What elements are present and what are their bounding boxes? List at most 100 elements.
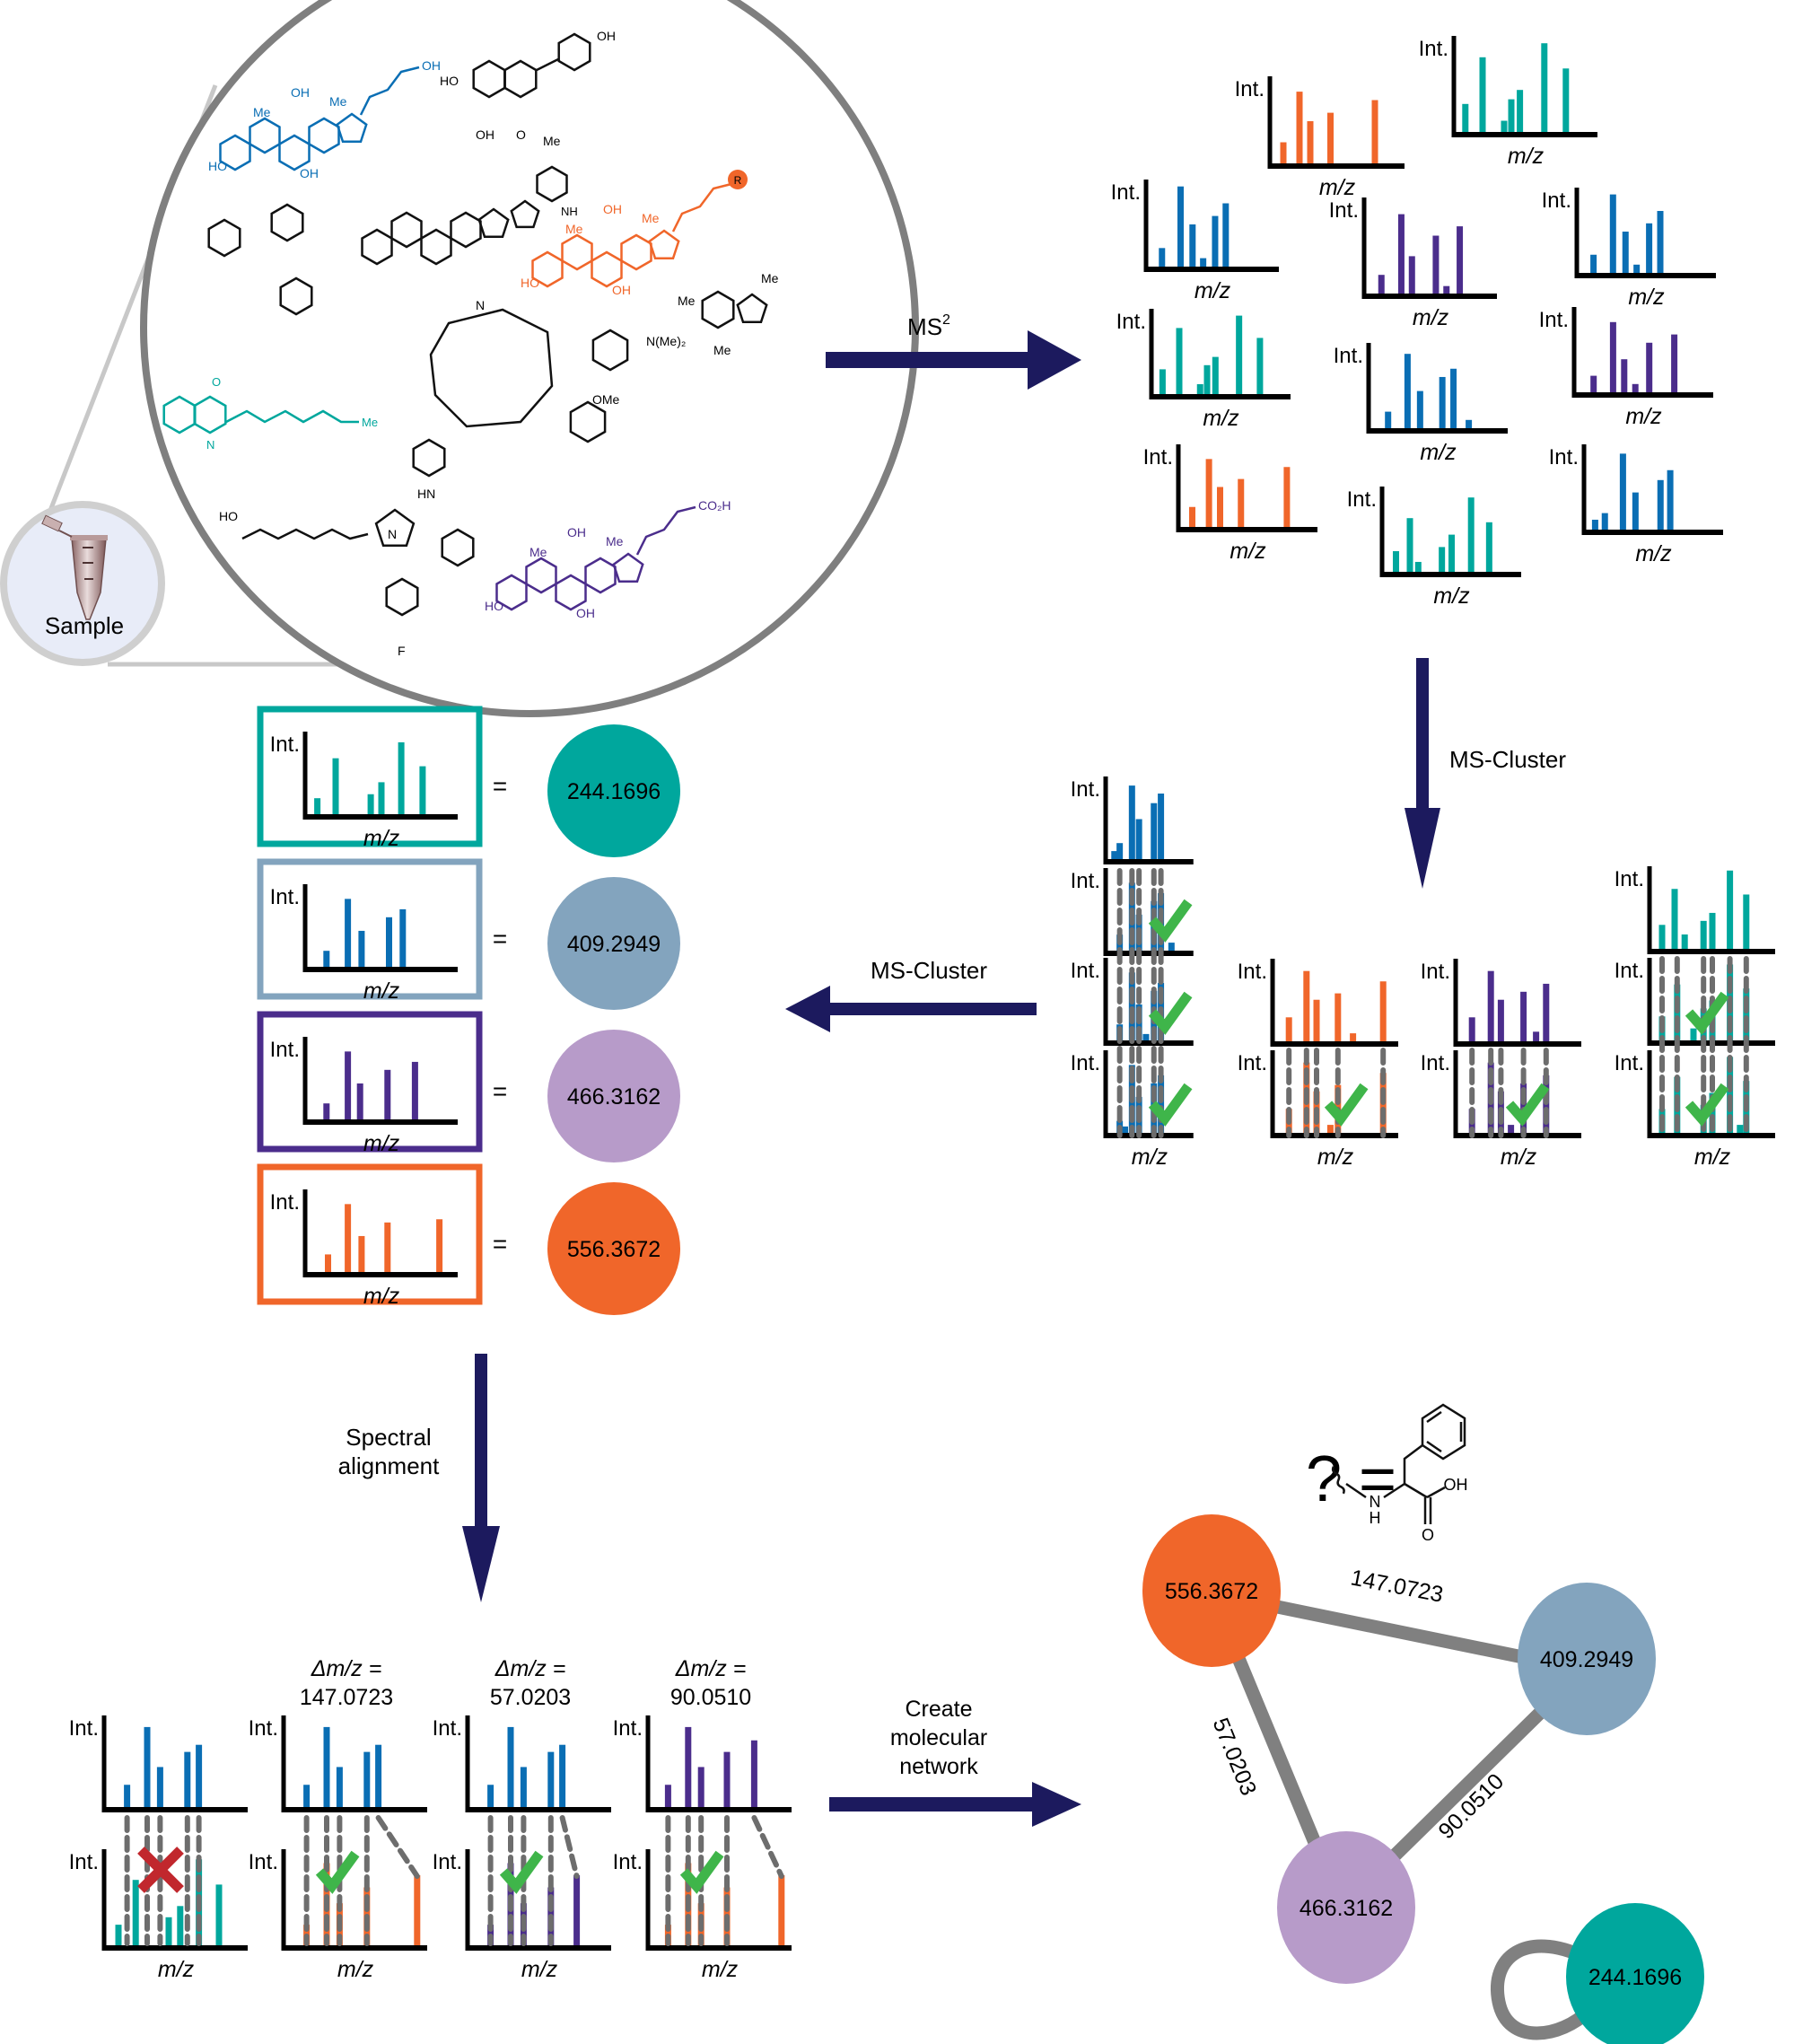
network-node-556[interactable]: 556.3672	[1142, 1514, 1281, 1667]
atom-label: HO	[521, 276, 539, 290]
y-axis-label: Int.	[270, 885, 300, 909]
spectrum-peak	[1466, 419, 1473, 428]
consensus-spectrum-box[interactable]	[257, 858, 483, 1000]
side-chain	[671, 182, 732, 232]
consensus-row[interactable]: Int.m/z=466.3162	[257, 1011, 680, 1162]
chain	[241, 528, 369, 540]
check-icon	[499, 1850, 544, 1894]
ms2-spectrum: Int.m/z	[1347, 487, 1521, 609]
y-axis-label: Int.	[1111, 180, 1141, 205]
y-axis-label: Int.	[249, 1716, 278, 1741]
spectrum-peak	[303, 1785, 311, 1807]
atom-label: Me	[606, 534, 624, 548]
check-icon	[1685, 991, 1729, 1035]
x-axis-label: m/z	[363, 826, 400, 851]
arrow-ms-cluster-down: MS-Cluster	[1405, 658, 1566, 889]
ring	[701, 290, 735, 329]
spectrum-peak	[1189, 506, 1195, 527]
consensus-spectrum-box[interactable]	[257, 1163, 483, 1305]
ring	[557, 32, 591, 72]
spectrum-peak	[1671, 334, 1678, 392]
consensus-row[interactable]: Int.m/z=556.3672	[257, 1163, 680, 1315]
spectrum-peak	[547, 1751, 555, 1807]
spectrum-peak	[358, 930, 365, 967]
consensus-node[interactable]	[547, 877, 680, 1010]
x-axis-label: m/z	[1625, 404, 1662, 429]
spectrum-peak	[345, 1204, 352, 1272]
x-axis-label: m/z	[1635, 541, 1672, 566]
x-axis-label: m/z	[521, 1957, 558, 1982]
spectrum-peak	[386, 917, 392, 967]
spectrum-peak	[1303, 970, 1310, 1041]
molecular-network: ? = N H OH O	[1142, 1403, 1704, 2044]
spectrum-peak	[1709, 1092, 1716, 1133]
y-axis-label: Int.	[270, 1190, 300, 1215]
consensus-spectrum-box[interactable]	[257, 1011, 483, 1153]
atom-label: HO	[485, 599, 503, 613]
spectrum-peak	[507, 1726, 514, 1807]
self-loop-244[interactable]	[1491, 1939, 1594, 2040]
spectrum-peak	[177, 1906, 184, 1945]
x-axis-label: m/z	[1413, 305, 1449, 330]
unknown-question-mark: ?	[1306, 1443, 1342, 1515]
network-node-409[interactable]: 409.2949	[1518, 1583, 1656, 1735]
ring	[503, 59, 538, 99]
spectrum-peak	[1632, 492, 1639, 530]
delta-mz-value: 90.0510	[670, 1685, 751, 1710]
consensus-spectrum-box[interactable]	[257, 706, 483, 847]
consensus-node[interactable]	[547, 1182, 680, 1315]
spectrum-peak	[323, 951, 330, 967]
alignment-pair[interactable]: Int.Int.m/zΔm/z =90.0510	[613, 1656, 792, 1982]
atom-label: OH	[567, 525, 586, 540]
alignment-pair[interactable]: Int.Int.m/z	[69, 1715, 248, 1982]
consensus-row[interactable]: Int.m/z=409.2949	[257, 858, 680, 1010]
spectrum-peak	[1439, 547, 1446, 572]
ring	[569, 400, 607, 443]
atom-label: OH	[603, 202, 622, 216]
alignment-guide	[375, 1815, 420, 1879]
consensus-node[interactable]	[547, 1030, 680, 1162]
ring	[270, 203, 304, 242]
x-axis-label: m/z	[1420, 440, 1457, 465]
x-axis-label: m/z	[1501, 1145, 1537, 1170]
alignment-pair[interactable]: Int.Int.m/zΔm/z =57.0203	[433, 1656, 611, 1982]
consensus-row[interactable]: Int.m/z=244.1696	[257, 706, 680, 857]
equals-sign: =	[493, 1230, 507, 1258]
atom-label: Me	[529, 545, 547, 559]
spectrum-peak	[115, 1925, 122, 1945]
spectrum-peak	[419, 766, 426, 814]
atom-label: OMe	[592, 392, 620, 407]
spectrum-peak	[1743, 894, 1750, 949]
y-axis-label: Int.	[433, 1716, 462, 1741]
spectrum-peak	[1443, 285, 1450, 294]
y-axis-label: Int.	[1615, 959, 1644, 983]
x-axis-label: m/z	[363, 1284, 400, 1309]
network-node-466[interactable]: 466.3162	[1277, 1831, 1415, 1984]
spectrum-peak	[375, 1744, 382, 1807]
consensus-node[interactable]	[547, 724, 680, 857]
spectrum-peak	[1406, 518, 1413, 572]
x-axis-label: m/z	[1132, 1145, 1168, 1170]
spectrum-peak	[1457, 226, 1464, 294]
spectrum-peak	[664, 1785, 671, 1807]
ms-cluster-left-label: MS-Cluster	[871, 957, 987, 984]
alignment-pair[interactable]: Int.Int.m/zΔm/z =147.0723	[249, 1656, 427, 1982]
atom-label: OH	[597, 29, 616, 43]
ring	[536, 165, 568, 203]
atom-label: O	[212, 375, 221, 389]
check-icon	[315, 1850, 360, 1894]
spectrum-peak	[1508, 99, 1515, 132]
arrow-create-network: Create molecular network	[829, 1697, 1081, 1827]
spectrum-peak	[414, 1875, 421, 1945]
check-icon	[1324, 1083, 1369, 1127]
spectral-alignment-label-line2: alignment	[338, 1452, 441, 1479]
check-icon	[1505, 1083, 1550, 1127]
spectrum-peak	[1657, 479, 1664, 530]
ring	[648, 229, 680, 260]
ms2-spectrum: Int.	[69, 1715, 248, 1812]
spectrum-peak	[1307, 121, 1314, 163]
network-node-244[interactable]: 244.1696	[1566, 1903, 1704, 2044]
